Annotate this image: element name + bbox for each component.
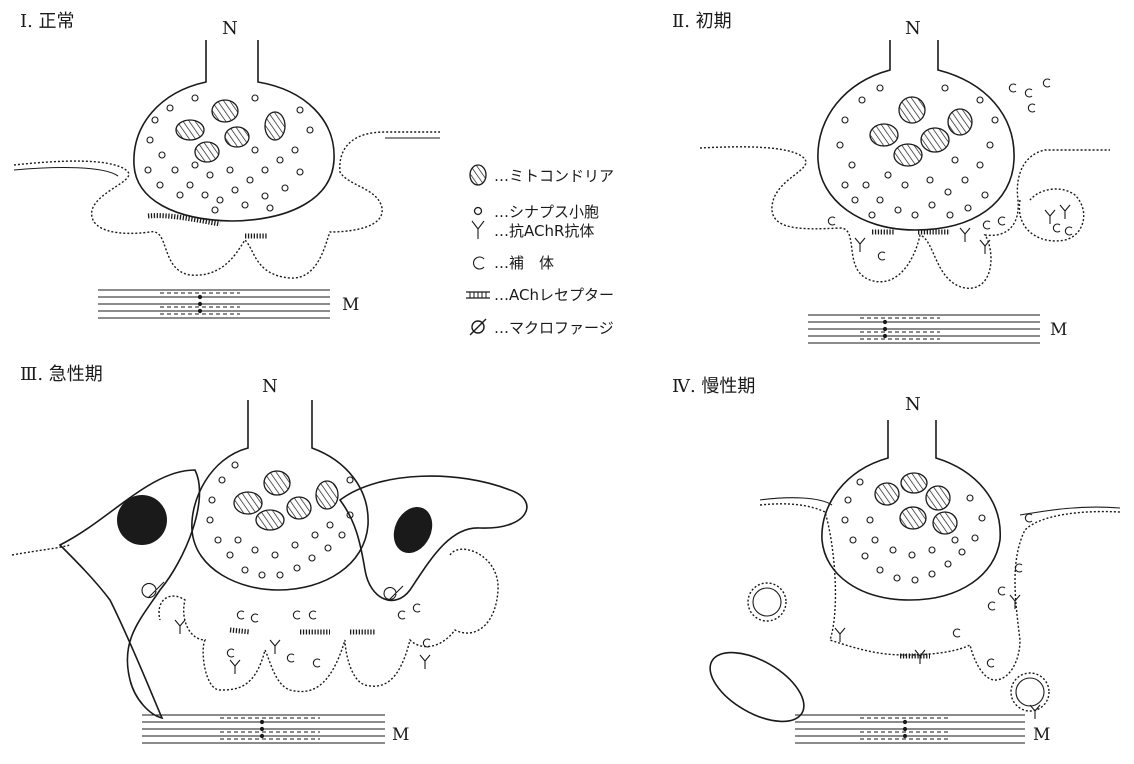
macrophage-nucleus	[387, 501, 440, 560]
postsynaptic-membrane	[14, 132, 440, 278]
legend-label: …シナプス小胞	[494, 203, 599, 221]
detached-cell-fragment	[699, 638, 815, 735]
mitochondria	[176, 100, 285, 162]
nerve-label: N	[222, 18, 238, 39]
macrophage-icon	[470, 319, 486, 335]
muscle-label: M	[342, 295, 359, 315]
muscle-fiber	[795, 715, 1025, 743]
mitochondria	[870, 97, 972, 166]
mitochondria	[234, 471, 338, 530]
panel-early: Ⅱ. 初期 N	[672, 11, 1110, 343]
mitochondria	[875, 473, 957, 534]
panel-title: Ⅱ. 初期	[672, 11, 732, 32]
panel-title: Ⅲ. 急性期	[20, 364, 103, 385]
mitochondria-icon	[470, 165, 486, 185]
legend-item-mitochondria: …ミトコンドリア	[470, 165, 614, 185]
complement-icon	[474, 257, 484, 269]
panel-acute: Ⅲ. 急性期 N	[12, 364, 527, 745]
panel-title: Ⅳ. 慢性期	[672, 376, 755, 397]
legend-item-antibody: …抗AChR抗体	[472, 221, 594, 240]
nerve-terminal	[818, 40, 1014, 230]
legend-label: …ミトコンドリア	[494, 167, 614, 185]
legend-label: …AChレセプター	[494, 286, 614, 304]
legend-label: …補 体	[494, 254, 554, 272]
synaptic-vesicles	[842, 479, 985, 583]
ach-receptor-icon	[466, 292, 490, 298]
synaptic-vesicle-icon	[475, 208, 482, 215]
legend-item-complement: …補 体	[474, 254, 554, 272]
legend-label: …マクロファージ	[494, 319, 614, 337]
legend: …ミトコンドリア …シナプス小胞 …抗AChR抗体 …補 体 …AChレセプ	[466, 165, 614, 337]
antibodies	[835, 595, 1040, 719]
detached-vesicle-fold	[748, 583, 786, 621]
muscle-fiber	[98, 290, 330, 318]
ach-receptors	[230, 630, 375, 632]
legend-item-macrophage: …マクロファージ	[470, 319, 614, 337]
nerve-label: N	[905, 18, 921, 39]
complement-marks	[828, 79, 1072, 260]
complement-marks	[953, 514, 1032, 667]
muscle-fiber	[142, 715, 385, 743]
macrophage-nucleus	[117, 495, 167, 545]
panel-chronic: Ⅳ. 慢性期 N	[672, 376, 1120, 745]
legend-label: …抗AChR抗体	[494, 222, 594, 240]
muscle-fiber	[808, 315, 1040, 343]
muscle-label: M	[1033, 725, 1050, 745]
muscle-label: M	[1050, 320, 1067, 340]
muscle-label: M	[392, 725, 409, 745]
postsynaptic-membrane	[700, 147, 1110, 288]
nerve-label: N	[262, 376, 278, 397]
legend-item-ach-receptor: …AChレセプター	[466, 286, 614, 304]
antibody-icon	[472, 221, 484, 239]
legend-item-vesicle: …シナプス小胞	[475, 203, 600, 221]
nerve-label: N	[905, 394, 921, 415]
panel-title: Ⅰ. 正常	[20, 11, 75, 32]
panel-normal: Ⅰ. 正常 N	[14, 11, 440, 318]
antibodies	[175, 620, 430, 674]
macrophage-right	[340, 476, 527, 600]
complement-marks	[227, 604, 430, 667]
